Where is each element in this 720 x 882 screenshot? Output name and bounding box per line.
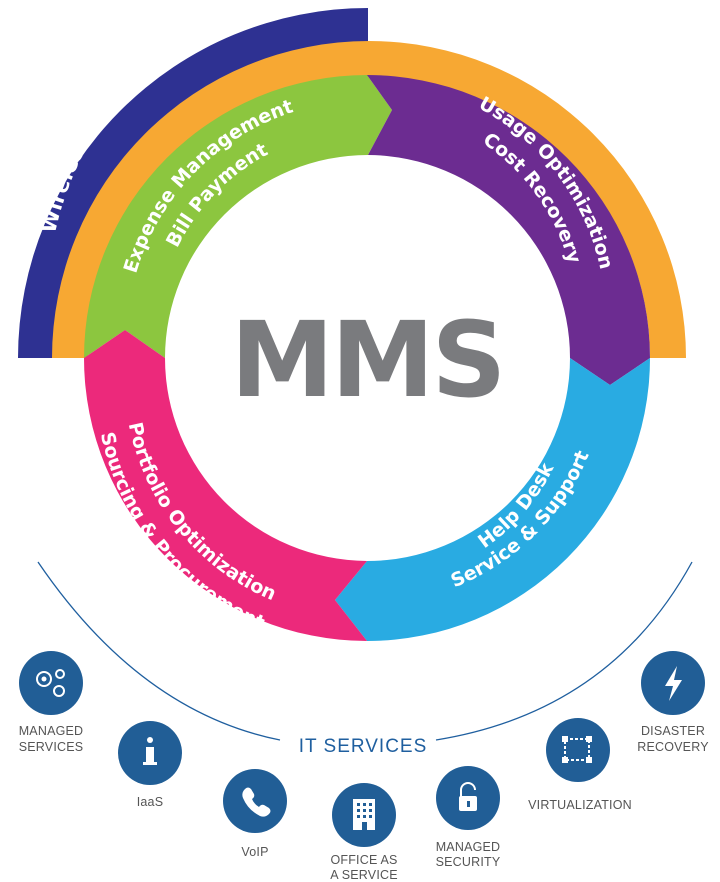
service-label-line1: VIRTUALIZATION — [528, 798, 632, 812]
arc-wireless-expense-management-plus — [52, 41, 686, 358]
segment-portfolio-optimization — [84, 330, 367, 641]
service-label-line2: A SERVICE — [330, 868, 398, 882]
service-managed-security: MANAGED SECURITY — [436, 766, 501, 869]
service-label-line1: IaaS — [137, 795, 164, 809]
service-label-line1: MANAGED — [436, 840, 501, 854]
service-iaas: IaaS — [118, 721, 182, 809]
network-icon — [562, 736, 592, 763]
service-label-line1: DISASTER — [641, 724, 705, 738]
center-label: MMS — [231, 299, 504, 421]
phone-icon — [242, 787, 271, 817]
segment-usage-optimization — [367, 75, 650, 385]
service-label-line1: OFFICE AS — [330, 853, 397, 867]
service-office-as-a-service: OFFICE AS A SERVICE — [330, 783, 398, 882]
info-icon — [143, 737, 157, 765]
service-label-line1: MANAGED — [19, 724, 84, 738]
service-virtualization: VIRTUALIZATION — [528, 718, 632, 812]
it-services-label: IT SERVICES — [299, 736, 428, 757]
lock-icon — [459, 782, 477, 811]
arc-wireless-expense-management — [18, 8, 368, 358]
gears-icon — [36, 669, 65, 697]
service-label-line2: SERVICES — [19, 740, 84, 754]
service-disaster-recovery: DISASTER RECOVERY — [637, 651, 709, 754]
building-icon — [353, 799, 375, 830]
service-label-line2: SECURITY — [436, 855, 501, 869]
it-services-curve — [37, 561, 281, 741]
service-managed-services: MANAGED SERVICES — [19, 651, 84, 754]
segment-service-support — [335, 358, 650, 641]
lightning-icon — [665, 666, 682, 701]
segment-expense-management — [84, 75, 392, 358]
service-label-line1: VoIP — [241, 845, 268, 859]
service-label-line2: RECOVERY — [637, 740, 709, 754]
service-voip: VoIP — [223, 769, 287, 859]
it-services-curve-right — [435, 561, 693, 741]
